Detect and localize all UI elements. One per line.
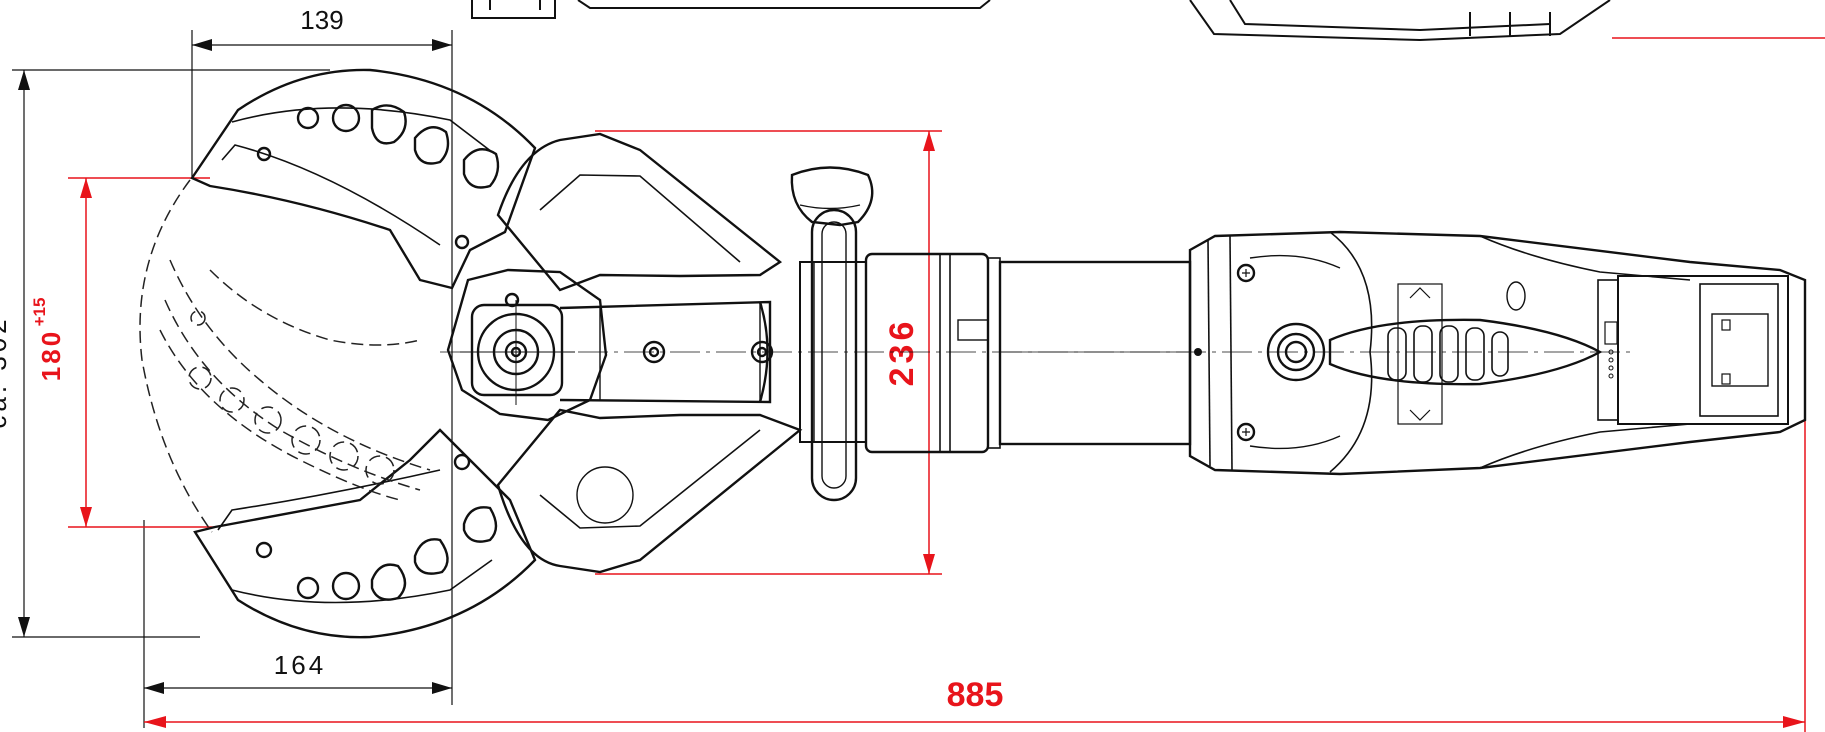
dimension-opening: 180 +15 bbox=[30, 177, 215, 528]
bottom-jaw-width-label: 164 bbox=[274, 650, 326, 680]
opening-label: 180 bbox=[36, 329, 66, 381]
dimension-top-jaw-width: 139 bbox=[191, 5, 453, 705]
upper-guard bbox=[496, 132, 783, 292]
lower-blade bbox=[193, 428, 537, 639]
motor-housing bbox=[1188, 230, 1807, 476]
dimension-overall-length: 885 bbox=[144, 280, 1806, 732]
lower-blade-holes bbox=[255, 453, 498, 601]
dimension-bottom-jaw-width: 164 bbox=[143, 520, 452, 728]
hidden-blade-outline bbox=[139, 179, 431, 533]
upper-blade-holes bbox=[256, 103, 500, 250]
upper-blade bbox=[190, 68, 537, 290]
opening-tolerance-label: +15 bbox=[30, 298, 49, 327]
top-jaw-width-label: 139 bbox=[300, 5, 343, 35]
overall-height-label: ca. 302 bbox=[0, 315, 12, 428]
center-pivot bbox=[446, 268, 608, 422]
carry-handle bbox=[790, 166, 874, 502]
dimension-overall-height: ca. 302 bbox=[0, 69, 330, 638]
overall-length-label: 885 bbox=[947, 676, 1004, 714]
lower-guard bbox=[496, 408, 803, 574]
top-view-fragment bbox=[471, 0, 1825, 42]
cutter-body bbox=[139, 68, 1807, 639]
